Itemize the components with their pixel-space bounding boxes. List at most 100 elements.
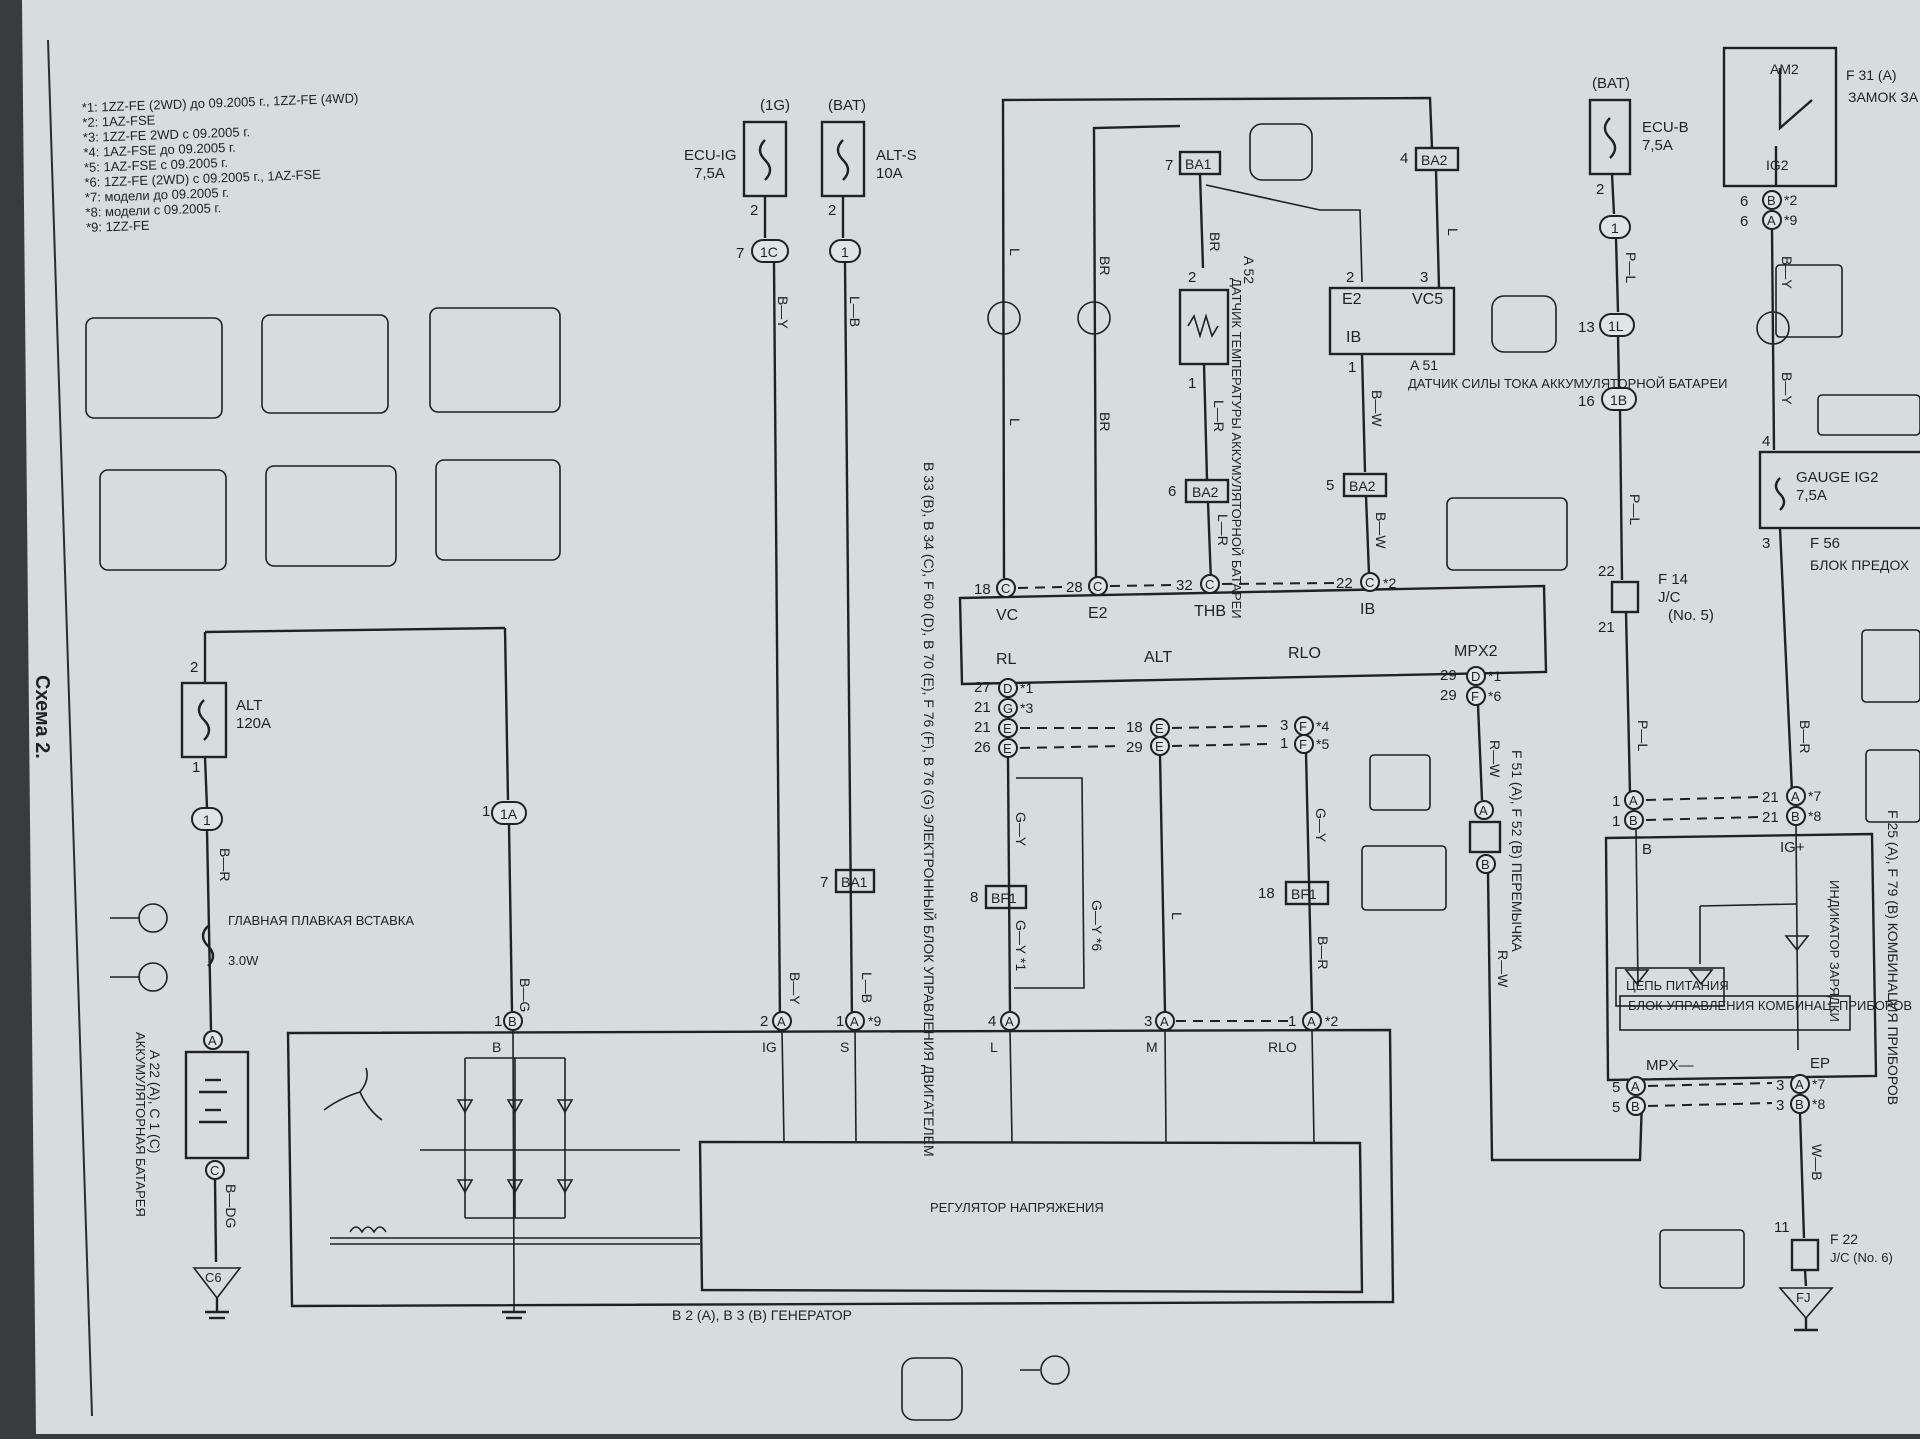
svg-text:EP: EP xyxy=(1810,1055,1830,1072)
wire-b-w-2: B—W xyxy=(1373,512,1389,549)
svg-text:ALT: ALT xyxy=(1144,649,1172,666)
svg-text:C: C xyxy=(210,1163,219,1178)
svg-text:C6: C6 xyxy=(205,1270,222,1285)
connector-ba1-alt: 7 BA1 xyxy=(820,868,876,894)
svg-text:АККУМУЛЯТОРНАЯ БАТАРЕЯ: АККУМУЛЯТОРНАЯ БАТАРЕЯ xyxy=(133,1032,148,1217)
svg-text:RLO: RLO xyxy=(1268,1039,1297,1055)
wire-p-l-1: P—L xyxy=(1623,252,1639,283)
wire-l-b-2: L—B xyxy=(859,972,875,1003)
svg-text:ДАТЧИК СИЛЫ ТОКА АККУМУЛЯТОРНО: ДАТЧИК СИЛЫ ТОКА АККУМУЛЯТОРНОЙ БАТАРЕИ xyxy=(1408,376,1727,391)
svg-text:2: 2 xyxy=(190,659,198,676)
svg-text:*8: *8 xyxy=(1812,1096,1825,1112)
svg-text:1: 1 xyxy=(203,812,211,828)
svg-text:РЕГУЛЯТОР НАПРЯЖЕНИЯ: РЕГУЛЯТОР НАПРЯЖЕНИЯ xyxy=(930,1200,1104,1215)
svg-text:F 56: F 56 xyxy=(1810,535,1840,552)
svg-text:5: 5 xyxy=(1612,1079,1620,1096)
note-3: *3: 1ZZ-FE 2WD с 09.2005 г. xyxy=(83,124,251,145)
svg-text:22: 22 xyxy=(1598,563,1615,580)
svg-text:БЛОК УПРАВЛЕНИЯ КОМБИНАЦ. ПРИБ: БЛОК УПРАВЛЕНИЯ КОМБИНАЦ. ПРИБОРОВ xyxy=(1628,998,1912,1013)
svg-text:A 52: A 52 xyxy=(1241,256,1257,284)
svg-text:1: 1 xyxy=(841,244,849,260)
svg-text:2: 2 xyxy=(1346,269,1354,286)
svg-text:(BAT): (BAT) xyxy=(828,97,866,114)
svg-text:1: 1 xyxy=(1612,813,1620,830)
svg-text:A: A xyxy=(777,1014,786,1029)
svg-text:3: 3 xyxy=(1776,1097,1784,1114)
connector-face-6 xyxy=(435,459,561,561)
wire-l-r-1: L—R xyxy=(1211,400,1227,432)
svg-text:*7: *7 xyxy=(1812,1076,1825,1092)
svg-text:28: 28 xyxy=(1066,579,1083,596)
svg-text:*3: *3 xyxy=(1020,700,1033,716)
connector-face-2 xyxy=(261,314,389,414)
svg-text:*6: *6 xyxy=(1488,688,1501,704)
svg-text:RL: RL xyxy=(996,651,1017,668)
svg-text:3: 3 xyxy=(1762,535,1770,552)
fuse-gauge: 4 GAUGE IG2 7,5A 3 F 56 БЛОК ПРЕДОХ B—R xyxy=(1758,433,1920,793)
svg-text:BF1: BF1 xyxy=(991,890,1017,906)
paper-sheet xyxy=(22,0,1920,1434)
wire-br-3: BR xyxy=(1207,232,1223,251)
svg-text:18: 18 xyxy=(1126,719,1143,736)
svg-text:B 2 (A), B 3 (B) ГЕНЕРАТОР: B 2 (A), B 3 (B) ГЕНЕРАТОР xyxy=(672,1307,852,1323)
svg-text:L: L xyxy=(990,1039,998,1055)
svg-text:4: 4 xyxy=(1762,433,1770,450)
fuse-ecu-ig: (1G) ECU-IG 7,5A 2 7 1C xyxy=(684,97,790,263)
svg-text:ECU-IG: ECU-IG xyxy=(684,147,737,164)
wire-l-r-2: L—R xyxy=(1215,514,1231,546)
svg-text:E2: E2 xyxy=(1342,291,1362,308)
svg-text:1: 1 xyxy=(494,1013,502,1030)
svg-text:F: F xyxy=(1299,737,1307,752)
svg-text:B: B xyxy=(508,1014,517,1029)
scheme-title: Схема 2. xyxy=(31,675,53,759)
svg-text:BA1: BA1 xyxy=(1185,156,1212,172)
svg-text:F 51 (A), F 52 (B) ПЕРЕМЫЧКА: F 51 (A), F 52 (B) ПЕРЕМЫЧКА xyxy=(1509,750,1525,952)
svg-text:*2: *2 xyxy=(1784,192,1797,208)
svg-text:ЗАМОК ЗА: ЗАМОК ЗА xyxy=(1848,89,1919,105)
wire-b-r-rlo: B—R xyxy=(1315,936,1331,969)
fuse-alt-s: (BAT) ALT-S 10A 2 1 xyxy=(820,97,917,263)
page-border xyxy=(47,39,93,1417)
svg-text:F: F xyxy=(1471,689,1479,704)
svg-text:16: 16 xyxy=(1578,393,1595,410)
svg-text:B: B xyxy=(1791,809,1800,824)
svg-text:3: 3 xyxy=(1776,1077,1784,1094)
svg-text:A: A xyxy=(1795,1077,1804,1092)
svg-text:IG+: IG+ xyxy=(1780,839,1805,856)
svg-text:A: A xyxy=(1631,1079,1640,1094)
alt-fuse-chain: 2 ALT 120A 1 1 B—R ГЛАВНАЯ ПЛАВКАЯ ВСТАВ… xyxy=(180,626,506,1031)
svg-text:C: C xyxy=(1205,577,1214,592)
svg-text:2: 2 xyxy=(1596,181,1604,198)
svg-text:1L: 1L xyxy=(1608,318,1624,334)
l-terminal-wires: G—Y 8 BF1 G—Y *1 G—Y *6 L G—Y 18 BF1 B—R xyxy=(970,752,1331,1013)
connector-face-3 xyxy=(429,307,561,413)
svg-text:1: 1 xyxy=(1348,359,1356,376)
junction-connector-f14: 22 F 14 J/C (No. 5) 21 P—L xyxy=(1598,563,1714,795)
wire-g-y-3: G—Y *1 xyxy=(1013,920,1029,971)
svg-text:ГЛАВНАЯ ПЛАВКАЯ ВСТАВКА: ГЛАВНАЯ ПЛАВКАЯ ВСТАВКА xyxy=(228,913,414,928)
svg-text:*8: *8 xyxy=(1808,808,1821,824)
svg-text:5: 5 xyxy=(1612,1099,1620,1116)
wire-r-w-2: R—W xyxy=(1495,950,1511,988)
svg-text:*9: *9 xyxy=(1784,212,1797,228)
svg-text:FJ: FJ xyxy=(1796,1290,1810,1305)
svg-text:29: 29 xyxy=(1126,739,1143,756)
ecu-sensor-wires: L L BR BR 7 BA1 BR 2 1 A 52 ДАТЧИК ТЕМПЕ… xyxy=(987,96,1727,619)
svg-text:B: B xyxy=(492,1039,501,1055)
svg-text:1: 1 xyxy=(192,759,200,776)
svg-text:1: 1 xyxy=(1612,793,1620,810)
svg-text:13: 13 xyxy=(1578,319,1595,336)
svg-text:7,5A: 7,5A xyxy=(694,165,725,182)
svg-text:RLO: RLO xyxy=(1288,645,1321,662)
svg-text:18: 18 xyxy=(1258,885,1275,902)
svg-text:10A: 10A xyxy=(876,165,903,182)
note-8: *8: модели с 09.2005 г. xyxy=(85,200,221,220)
svg-text:1A: 1A xyxy=(500,806,518,822)
svg-text:E: E xyxy=(1003,741,1012,756)
svg-text:1: 1 xyxy=(836,1013,844,1030)
wire-b-r-alt: B—R xyxy=(217,848,233,881)
svg-text:F 14: F 14 xyxy=(1658,571,1688,588)
svg-text:7: 7 xyxy=(736,245,744,262)
